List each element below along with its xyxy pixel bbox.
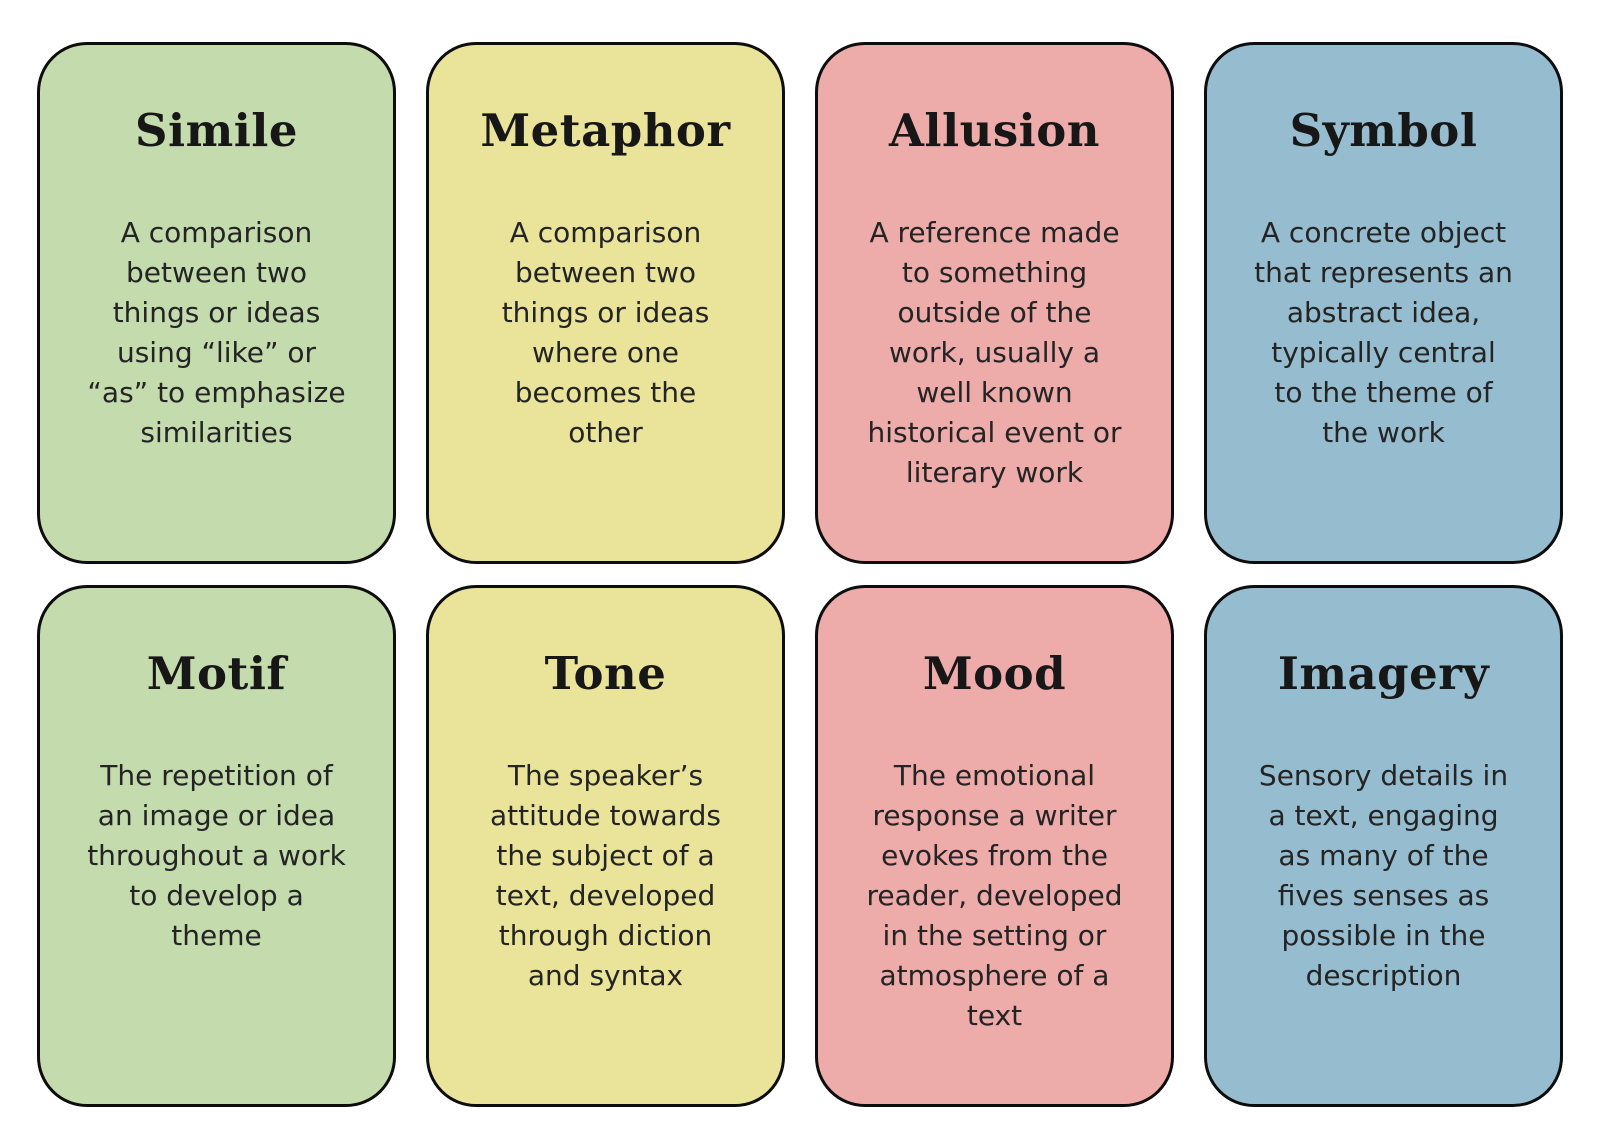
card-definition-allusion: A reference made to something outside of…: [867, 216, 1122, 489]
flashcard-symbol: Symbol A concrete object that represents…: [1204, 42, 1563, 564]
card-definition-symbol: A concrete object that represents an abs…: [1254, 216, 1513, 449]
card-definition-metaphor: A comparison between two things or ideas…: [501, 216, 710, 449]
card-title-allusion: Allusion: [889, 104, 1100, 157]
card-definition-imagery: Sensory details in a text, engaging as m…: [1258, 759, 1509, 992]
card-title-simile: Simile: [134, 104, 299, 157]
card-title-metaphor: Metaphor: [480, 104, 731, 157]
card-title-symbol: Symbol: [1289, 104, 1478, 157]
flashcard-motif: Motif The repetition of an image or idea…: [37, 585, 396, 1107]
flashcard-imagery: Imagery Sensory details in a text, engag…: [1204, 585, 1563, 1107]
card-definition-tone: The speaker’s attitude towards the subje…: [489, 759, 722, 992]
flashcard-grid: Simile A comparison between two things o…: [37, 42, 1563, 1107]
flashcard-mood: Mood The emotional response a writer evo…: [815, 585, 1174, 1107]
flashcard-metaphor: Metaphor A comparison between two things…: [426, 42, 785, 564]
card-title-motif: Motif: [146, 647, 287, 700]
flashcard-tone: Tone The speaker’s attitude towards the …: [426, 585, 785, 1107]
card-definition-mood: The emotional response a writer evokes f…: [866, 759, 1123, 1032]
card-definition-simile: A comparison between two things or ideas…: [87, 216, 346, 449]
card-definition-motif: The repetition of an image or idea throu…: [87, 759, 346, 952]
card-title-mood: Mood: [922, 647, 1067, 700]
flashcard-simile: Simile A comparison between two things o…: [37, 42, 396, 564]
flashcard-allusion: Allusion A reference made to something o…: [815, 42, 1174, 564]
card-title-tone: Tone: [544, 647, 667, 700]
card-title-imagery: Imagery: [1277, 647, 1490, 700]
